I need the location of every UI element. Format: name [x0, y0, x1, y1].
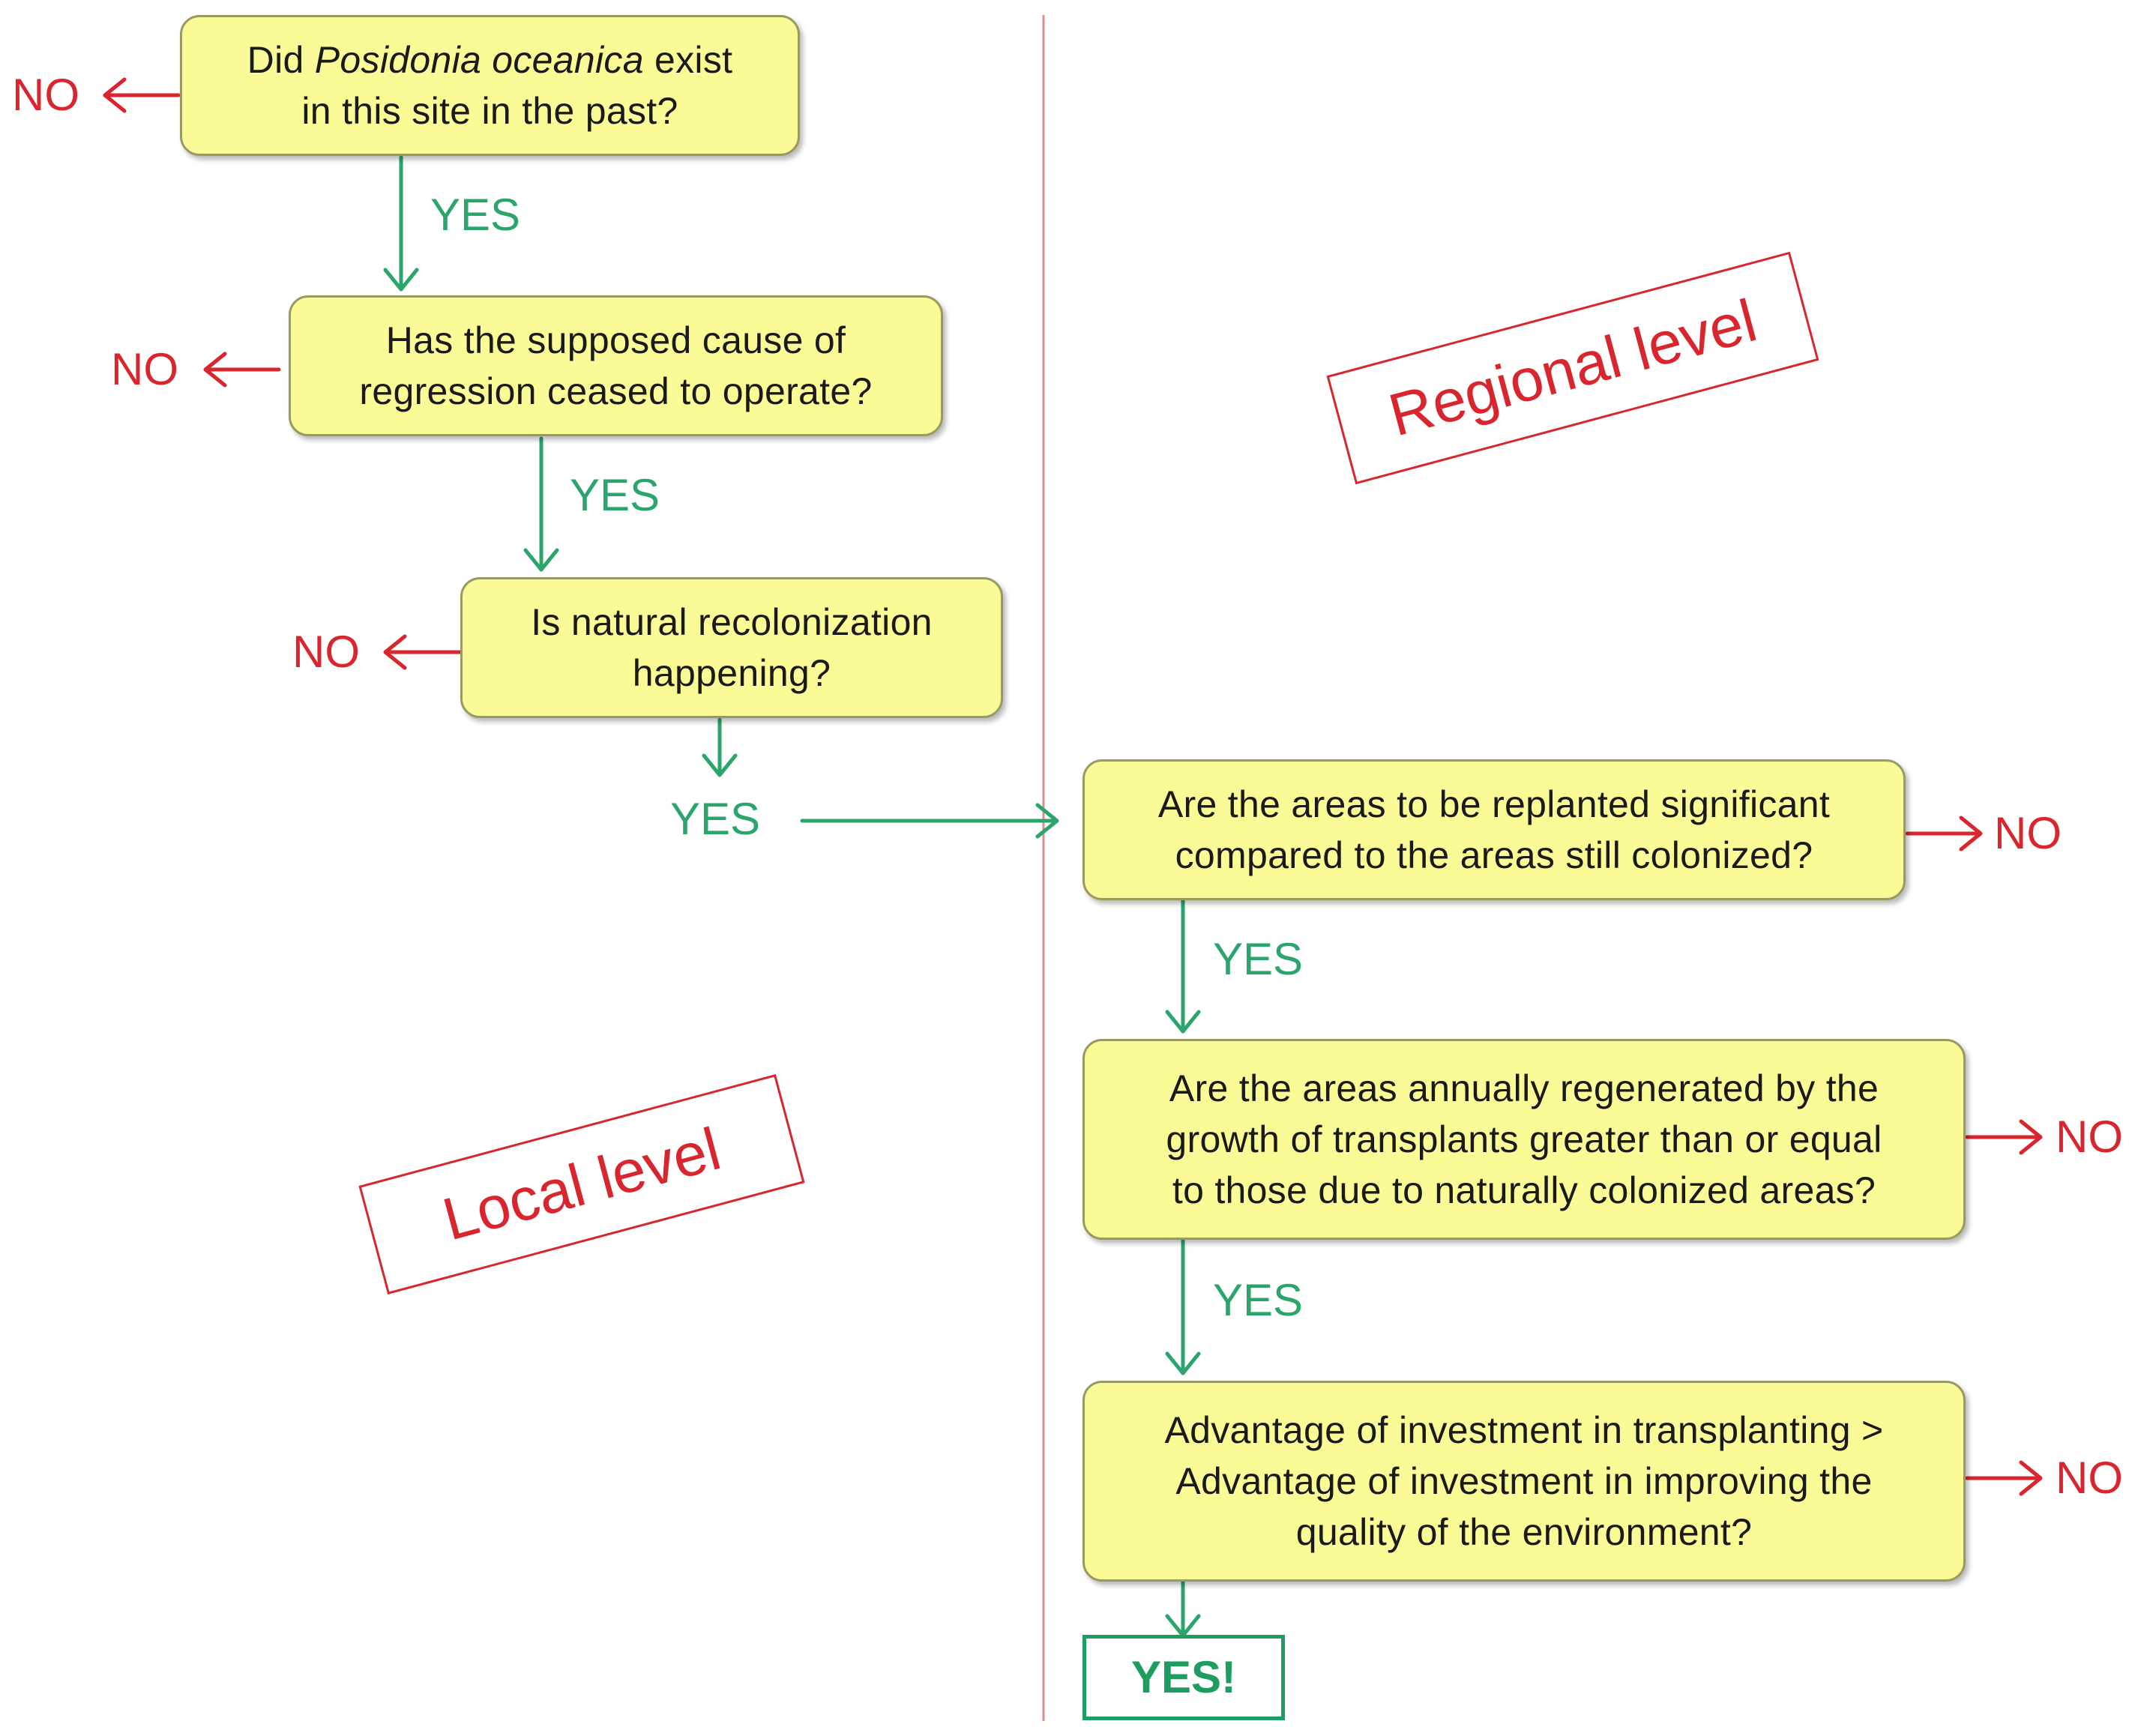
no-label: NO [12, 70, 79, 120]
no-label: NO [2056, 1112, 2123, 1162]
question-box-replanted-areas: Are the areas to be replanted significan… [1082, 759, 1906, 900]
yes-arrowhead-1 [383, 268, 419, 292]
yes-label: YES [1213, 934, 1304, 984]
no-arrowhead-1 [103, 77, 127, 113]
yes-arrowhead-5 [1165, 1010, 1201, 1034]
q1-prefix: Did [247, 39, 315, 81]
q3-line2: happening? [632, 652, 831, 694]
no-arrowhead-2 [203, 352, 227, 388]
question-box-annual-regeneration: Are the areas annually regenerated by th… [1082, 1039, 1966, 1240]
no-label: NO [2056, 1453, 2123, 1503]
q4-line1: Are the areas to be replanted significan… [1157, 783, 1831, 825]
question-box-natural-recolonization: Is natural recolonization happening? [460, 577, 1003, 718]
question-box-cause-ceased: Has the supposed cause of regression cea… [289, 295, 943, 436]
q1-species-name: Posidonia oceanica [314, 39, 644, 81]
question-box-investment-advantage: Advantage of investment in transplanting… [1082, 1381, 1966, 1582]
q5-line1: Are the areas annually regenerated by th… [1169, 1067, 1879, 1109]
yes-label: YES [670, 794, 761, 844]
yes-arrowhead-2 [523, 548, 559, 572]
no-arrowhead-5 [2019, 1119, 2043, 1155]
question-box-past-presence: Did Posidonia oceanica exist in this sit… [180, 15, 800, 156]
final-yes-label: YES! [1130, 1652, 1237, 1702]
q2-line2: regression ceased to operate? [359, 370, 873, 412]
no-arrowhead-4 [1959, 816, 1983, 852]
q3-line1: Is natural recolonization [531, 601, 933, 643]
q1-line1-rest: exist [643, 39, 733, 81]
no-label: NO [111, 344, 178, 394]
no-arrowhead-3 [383, 634, 407, 670]
q1-line2: in this site in the past? [301, 90, 678, 132]
yes-arrowhead-6 [1165, 1351, 1201, 1375]
q6-line3: quality of the environment? [1295, 1511, 1753, 1553]
yes-label: YES [570, 470, 660, 520]
no-label: NO [1994, 808, 2062, 858]
q4-line2: compared to the areas still colonized? [1175, 834, 1813, 876]
yes-arrowhead-3 [702, 753, 738, 777]
yes-label: YES [430, 190, 521, 240]
yes-arrowhead-4 [1035, 803, 1059, 839]
q5-line2: growth of transplants greater than or eq… [1166, 1118, 1882, 1160]
no-label: NO [292, 627, 360, 677]
no-arrowhead-6 [2019, 1460, 2043, 1496]
q6-line1: Advantage of investment in transplanting… [1164, 1409, 1884, 1451]
q5-line3: to those due to naturally colonized area… [1172, 1169, 1876, 1211]
q6-line2: Advantage of investment in improving the [1175, 1460, 1873, 1502]
yes-label: YES [1213, 1275, 1304, 1325]
final-yes-box: YES! [1082, 1635, 1285, 1720]
q2-line1: Has the supposed cause of [385, 319, 846, 361]
